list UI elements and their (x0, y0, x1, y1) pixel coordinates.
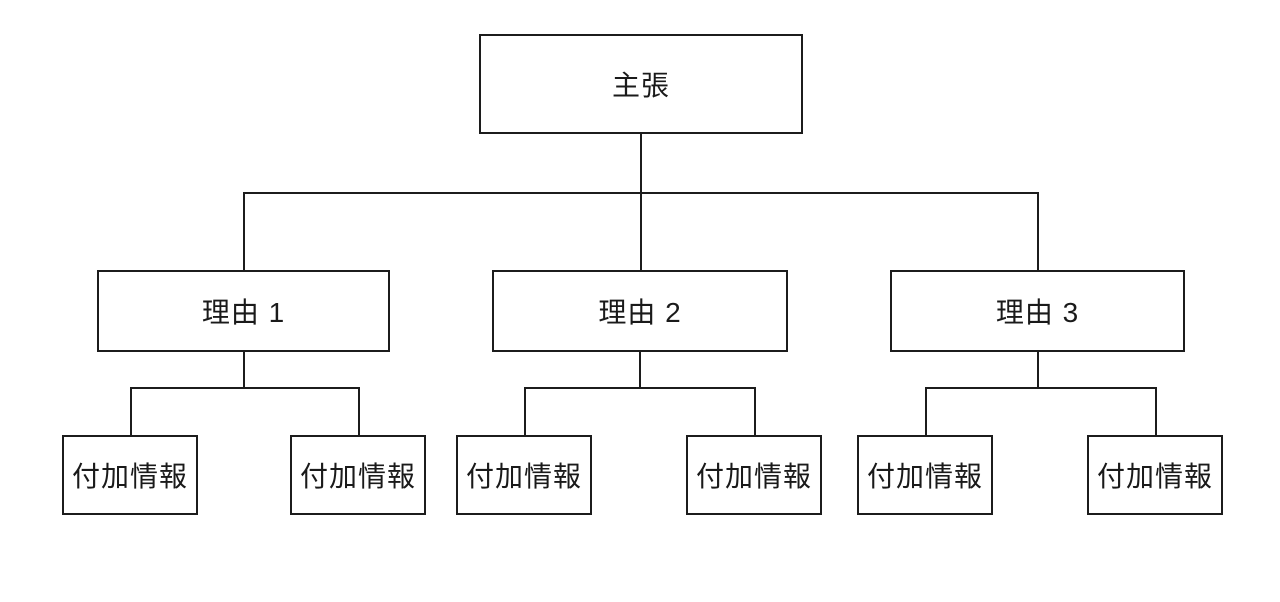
connector-info2-1-drop (524, 387, 526, 435)
connector-reason1-stem (243, 351, 245, 388)
connector-top-horizontal (243, 192, 1039, 194)
node-claim: 主張 (479, 34, 803, 134)
connector-root-vertical (640, 134, 642, 270)
node-info-2-2: 付加情報 (686, 435, 822, 515)
connector-group2-horizontal (524, 387, 756, 389)
connector-group3-horizontal (925, 387, 1157, 389)
connector-info1-1-drop (130, 387, 132, 435)
node-info-3-2: 付加情報 (1087, 435, 1223, 515)
connector-group1-horizontal (130, 387, 360, 389)
node-info-2-1: 付加情報 (456, 435, 592, 515)
node-reason-1: 理由 1 (97, 270, 390, 352)
node-info-1-1: 付加情報 (62, 435, 198, 515)
connector-reason1-drop (243, 192, 245, 270)
connector-info3-2-drop (1155, 387, 1157, 435)
connector-reason2-stem (639, 351, 641, 388)
node-reason-3: 理由 3 (890, 270, 1185, 352)
node-info-1-2: 付加情報 (290, 435, 426, 515)
node-reason-2: 理由 2 (492, 270, 788, 352)
connector-info2-2-drop (754, 387, 756, 435)
node-info-3-1: 付加情報 (857, 435, 993, 515)
connector-info1-2-drop (358, 387, 360, 435)
connector-info3-1-drop (925, 387, 927, 435)
connector-reason3-drop (1037, 192, 1039, 270)
connector-reason3-stem (1037, 351, 1039, 388)
